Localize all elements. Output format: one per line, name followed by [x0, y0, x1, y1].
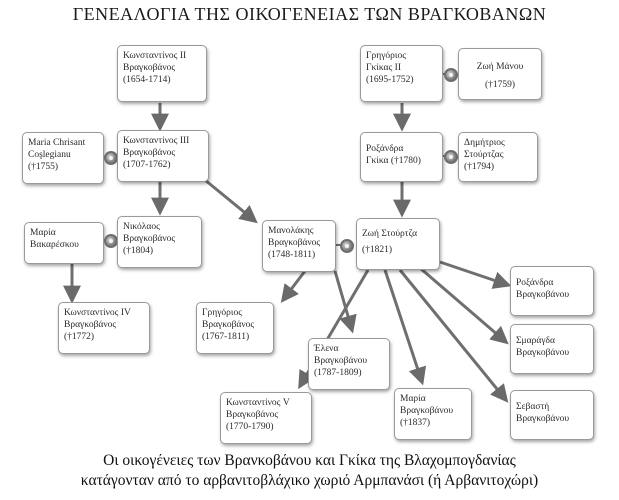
marriage-ring-icon [104, 151, 118, 165]
arrow-zoi-roxandra [439, 260, 512, 289]
caption-line-1: Οι οικογένειες των Βρανκοβάνου και Γκίκα… [103, 452, 516, 469]
person-eleni-vragkovanou[interactable]: Έλενα Βραγκοβάνου (1787-1809) [308, 338, 390, 390]
arrow-zoi-smaragda [419, 266, 509, 345]
person-zoi-stourtza[interactable]: Ζωή Στούρτζα (†1821) [356, 218, 440, 270]
arrow-zoi-sevasti [398, 269, 509, 403]
person-konstantinos-v[interactable]: Κωνσταντίνος V Βραγκοβάνος (1770-1790) [220, 392, 312, 444]
marriage-ring-icon [104, 234, 118, 248]
person-manolakis[interactable]: Μανολάκης Βραγκοβάνος (1748-1811) [262, 220, 336, 272]
marriage-ring-icon [444, 150, 458, 164]
person-konstantinos-iv[interactable]: Κωνσταντίνος IV Βραγκοβάνος (†1772) [58, 302, 150, 354]
person-smaragda-vragkovanou[interactable]: Σμαράγδα Βραγκοβάνου [510, 324, 594, 374]
marriage-ring-icon [340, 239, 354, 253]
person-nikolaos[interactable]: Νικόλαος Βραγκοβάνος (†1804) [117, 216, 202, 268]
person-konstantinos-ii[interactable]: Κωνσταντίνος II Βραγκοβάνος (1654-1714) [117, 45, 207, 102]
page-title: ΓΕΝΕΑΛΟΓΙΑ ΤΗΣ ΟΙΚΟΓΕΝΕΙΑΣ ΤΩΝ ΒΡΑΓΚΟΒΑΝ… [72, 4, 547, 24]
person-roxandra-gkika[interactable]: Ροξάνδρα Γκίκα (†1780) [360, 132, 443, 182]
person-maria-vakaresko[interactable]: Μαρία Βακαρέσκου [24, 222, 104, 264]
caption-line-2: κατάγονταν από το αρβανιτοβλάχικο χωριό … [80, 472, 539, 489]
person-zoi-manou[interactable]: Ζωή Μάνου (†1759) [458, 48, 542, 100]
arrow-zoi-maria [383, 269, 427, 386]
person-dimitrios-stourtzas[interactable]: Δημήτριος Στούρτζας (†1794) [458, 132, 538, 182]
person-sevasti-vragkovanou[interactable]: Σεβαστή Βραγκοβάνου [510, 390, 594, 440]
arrow-k3-manolakis [204, 178, 258, 224]
person-grigorios-gkikas[interactable]: Γρηγόριος Γκίκας II (1695-1752) [360, 45, 443, 102]
person-konstantinos-iii[interactable]: Κωνσταντίνος III Βραγκοβάνος (1707-1762) [117, 130, 209, 182]
person-maria-chrisant[interactable]: Maria Chrisant Coşlegianu (†1755) [22, 132, 104, 184]
arrow-manolakis-grigorios [280, 270, 307, 303]
person-grigorios-vragkovanos[interactable]: Γρηγόριος Βραγκοβάνος (1767-1811) [196, 302, 274, 354]
arrow-manolakis-eleni [333, 270, 357, 334]
person-maria-vragkovanou[interactable]: Μαρία Βραγκοβάνου (†1837) [394, 388, 472, 440]
marriage-ring-icon [444, 68, 458, 82]
person-roxandra-vragkovanou[interactable]: Ροξάνδρα Βραγκοβάνου [510, 266, 594, 316]
